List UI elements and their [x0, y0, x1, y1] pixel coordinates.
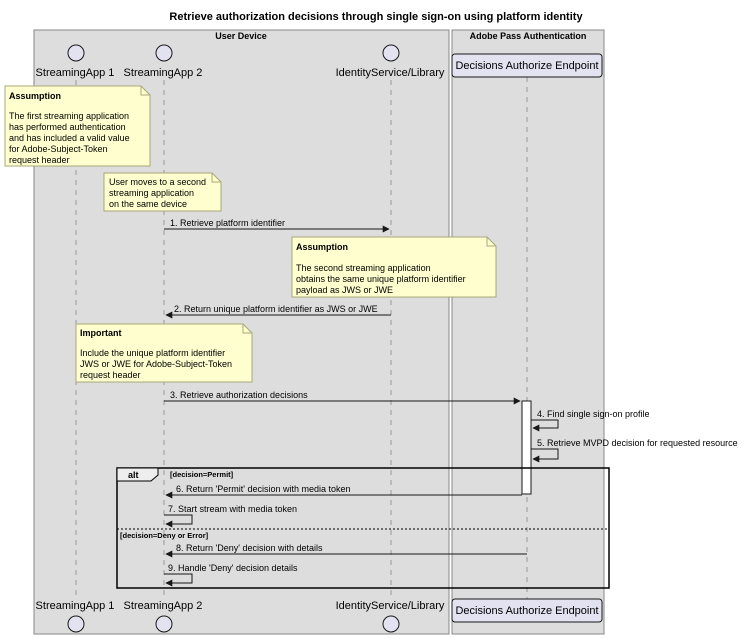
message-3-label: 3. Retrieve authorization decisions: [170, 390, 308, 400]
participant-app1-icon: [67, 44, 85, 62]
participant-identity-icon: [382, 44, 400, 62]
note-1-heading: Assumption: [9, 91, 61, 101]
message-5-label: 5. Retrieve MVPD decision for requested …: [537, 438, 738, 448]
adobe-pass-box: [451, 29, 605, 635]
message-9-label: 9. Handle 'Deny' decision details: [168, 563, 298, 573]
note-4-heading: Important: [80, 328, 122, 338]
participant-endpoint-box-bottom: [451, 598, 603, 623]
note-fold-1: [140, 86, 150, 96]
alt-tab: [116, 467, 159, 482]
alt-guard-deny: [decision=Deny or Error]: [120, 531, 209, 540]
alt-guard-permit: [decision=Permit]: [170, 470, 234, 479]
participant-endpoint-label-bottom: Decisions Authorize Endpoint: [455, 605, 598, 617]
message-8-label: 8. Return 'Deny' decision with details: [176, 543, 323, 553]
note-4-line-3: request header: [80, 370, 141, 380]
message-1-label: 1. Retrieve platform identifier: [170, 218, 285, 228]
participant-identity-icon-bottom: [382, 615, 400, 633]
alt-fragment: [116, 467, 610, 589]
participant-app2-label: StreamingApp 2: [124, 67, 203, 79]
user-device-box-label: User Device: [215, 31, 267, 41]
participant-endpoint-box: [451, 53, 603, 78]
note-1-line-3: and has included a valid value: [9, 133, 130, 143]
note-assumption-1: [4, 85, 151, 167]
note-4-line-1: Include the unique platform identifier: [80, 348, 225, 358]
note-fold-2: [211, 173, 221, 183]
note-important: [75, 323, 253, 383]
note-2-line-1: User moves to a second: [109, 177, 206, 187]
note-3-line-2: obtains the same unique platform identif…: [296, 274, 466, 284]
participant-app2-icon-bottom: [155, 615, 173, 633]
note-1-line-2: has performed authentication: [9, 122, 126, 132]
participant-app2-label-bottom: StreamingApp 2: [124, 600, 203, 612]
note-fold-3: [486, 237, 496, 247]
message-7-arrow: [164, 514, 193, 528]
participant-identity-label: IdentityService/Library: [336, 67, 445, 79]
note-3-line-1: The second streaming application: [296, 263, 431, 273]
note-3-line-3: payload as JWS or JWE: [296, 285, 393, 295]
participant-app2-icon: [155, 44, 173, 62]
adobe-pass-box-label: Adobe Pass Authentication: [470, 31, 587, 41]
message-9-arrow: [164, 573, 193, 587]
participant-app1-label: StreamingApp 1: [36, 67, 115, 79]
note-fold-4: [242, 324, 252, 334]
note-user-moves: [103, 172, 222, 212]
participant-app1-label-bottom: StreamingApp 1: [36, 600, 115, 612]
message-7-label: 7. Start stream with media token: [168, 504, 297, 514]
message-4-label: 4. Find single sign-on profile: [537, 409, 650, 419]
note-assumption-2: [291, 236, 497, 298]
alt-label: alt: [128, 470, 139, 480]
note-2-line-3: on the same device: [109, 199, 187, 209]
note-4-line-2: JWS or JWE for Adobe-Subject-Token: [80, 359, 232, 369]
endpoint-activation-bar: [521, 400, 532, 495]
diagram-title: Retrieve authorization decisions through…: [169, 11, 583, 23]
note-1-line-5: request header: [9, 155, 70, 165]
participant-endpoint-label: Decisions Authorize Endpoint: [455, 60, 598, 72]
message-4-arrow: [531, 419, 559, 432]
participant-app1-icon-bottom: [67, 615, 85, 633]
note-1-line-4: for Adobe-Subject-Token: [9, 144, 108, 154]
participant-identity-label-bottom: IdentityService/Library: [336, 600, 445, 612]
message-2-label: 2. Return unique platform identifier as …: [174, 304, 378, 314]
note-3-heading: Assumption: [296, 242, 348, 252]
note-2-line-2: streaming application: [109, 188, 194, 198]
message-6-label: 6. Return 'Permit' decision with media t…: [176, 484, 351, 494]
note-1-line-1: The first streaming application: [9, 111, 129, 121]
message-5-arrow: [531, 448, 559, 463]
